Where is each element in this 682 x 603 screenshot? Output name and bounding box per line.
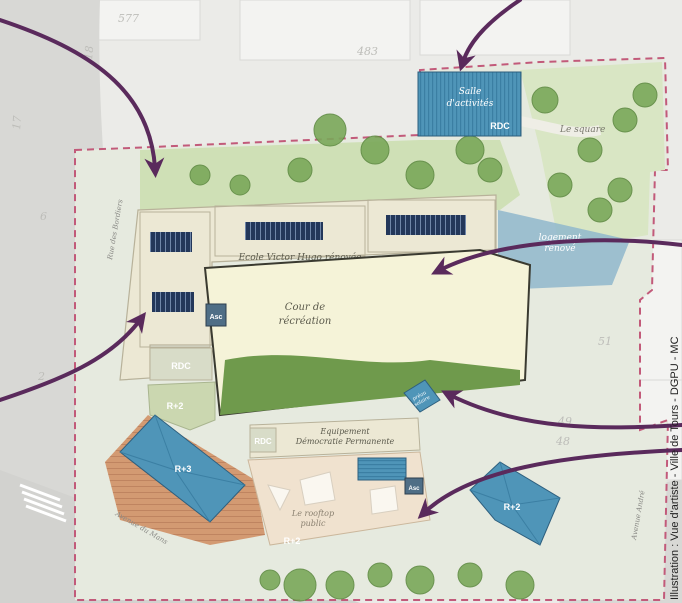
r2-right-label: R+2 [504,502,521,512]
asc-left-box [205,303,227,327]
parcel-number: 17 [10,115,24,130]
left-blocks: RDC R+2 [147,347,216,431]
tree [477,157,503,183]
tree [259,569,281,591]
tree [531,86,559,114]
arrow-to-ecole-left [0,312,147,402]
tree [313,113,347,147]
ecole-label: Ecole Victor Hugo rénovée [238,252,362,263]
tree [612,107,638,133]
tree [283,568,317,602]
parcel-number: 2 [37,370,45,383]
asc-bottom-label: Asc [408,486,420,492]
tree [405,160,435,190]
arrow-to-rooftop [417,448,682,519]
tree [189,164,211,186]
tree [457,562,483,588]
tree [577,137,603,163]
parcel-number: 577 [118,12,139,25]
solar-panel [245,222,323,240]
annotation-arrows [0,0,682,519]
tree [367,562,393,588]
tree [325,570,355,600]
tree [632,82,658,108]
arrow-to-salle [456,0,522,72]
le-square-label: Le square [559,125,605,135]
tree [229,174,251,196]
rdc-left-label: RDC [171,361,191,371]
preau-solaire [403,379,441,413]
parcel-number: 48 [555,435,570,448]
rdc-equip-label: RDC [254,437,272,446]
tree [505,570,535,600]
tree [455,135,485,165]
r2-left-label: R+2 [167,401,184,411]
arrow-to-north-garden [0,18,165,178]
tree [360,135,390,165]
arrow-to-preau [441,390,682,430]
tree [287,157,313,183]
tree [405,565,435,595]
asc-left-label: Asc [210,314,223,321]
parcel-number: 6 [40,210,47,223]
solar-panel [150,232,192,252]
north-garden [140,140,520,215]
r2-bottom-label: R+2 [284,536,301,546]
solar-panel [386,215,466,235]
tree [607,177,633,203]
tree [587,197,613,223]
r3-building: R+3 [105,414,265,545]
arrow-to-cour-trees [431,238,682,275]
parcel-number: 483 [356,45,378,58]
r2-right-building: R+2 [469,461,561,546]
parcel-number: 51 [598,335,612,348]
solar-panel [152,292,194,312]
salle-rdc-label: RDC [490,121,510,131]
r3-label: R+3 [175,464,192,474]
illustration-credit: Illustration : Vue d'artiste - Ville de … [669,336,681,600]
tree [547,172,573,198]
